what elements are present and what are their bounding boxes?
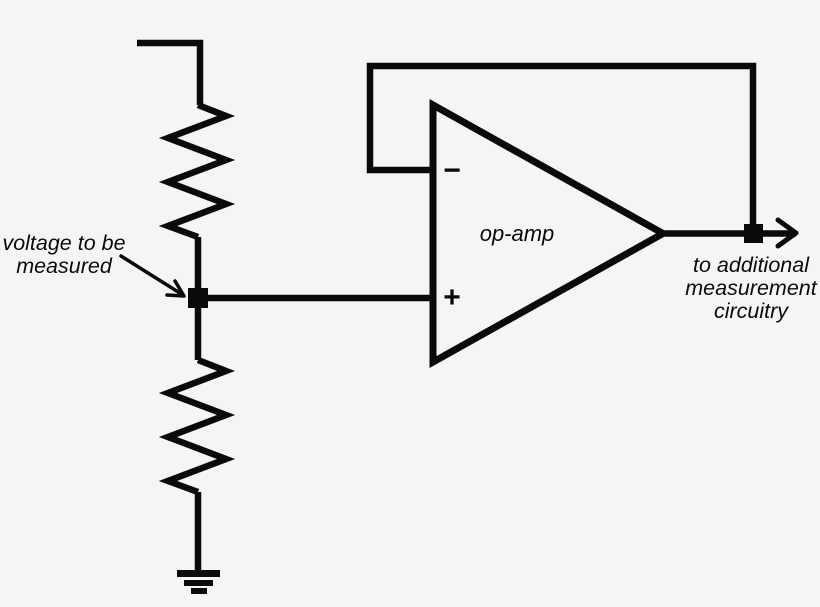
input-label-line2: measured <box>16 254 113 278</box>
ground-bar-middle <box>184 580 213 586</box>
lower-resistor <box>158 356 236 496</box>
measurement-node <box>188 288 208 308</box>
noninverting-input-sign: + <box>443 281 461 314</box>
ground-bar-bottom <box>191 588 207 594</box>
output-label-line1: to additional <box>693 253 810 277</box>
output-arrow-icon <box>775 217 799 249</box>
feedback-wire <box>366 62 757 233</box>
input-label-line1: voltage to be <box>2 231 125 255</box>
ground-bar-top <box>177 570 220 577</box>
output-label-line3: circuitry <box>714 299 789 323</box>
opamp-label: op-amp <box>480 221 555 246</box>
label-arrow-icon <box>119 254 186 298</box>
inverting-input-sign: − <box>443 154 461 187</box>
output-node <box>744 224 763 243</box>
opamp-triangle <box>429 99 671 368</box>
output-label-line2: measurement <box>685 276 817 300</box>
upper-resistor <box>158 101 236 241</box>
supply-wire <box>137 39 204 105</box>
ground-symbol <box>177 570 220 594</box>
